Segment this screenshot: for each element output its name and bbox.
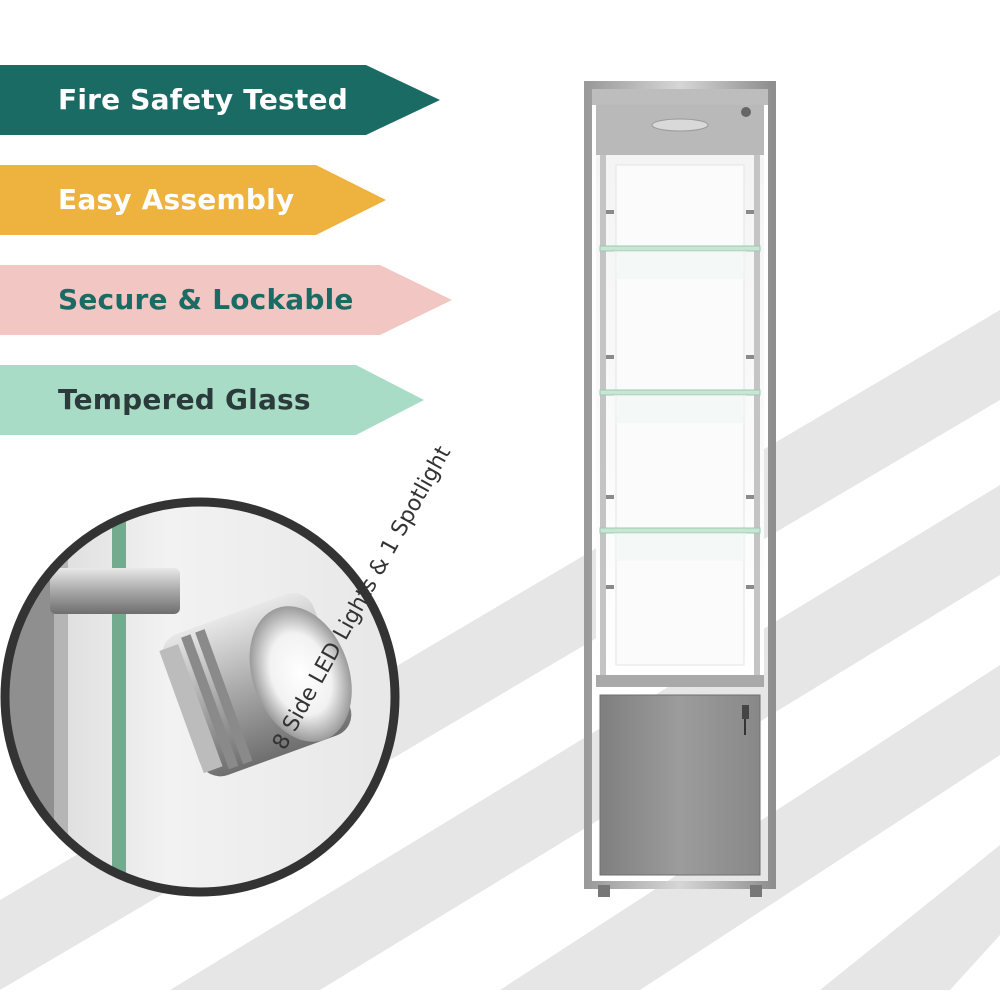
- cabinet-top: [588, 85, 772, 105]
- light-fixture: [651, 118, 709, 132]
- spotlight-head: [159, 593, 352, 777]
- stripe: [820, 845, 1000, 990]
- upright: [600, 155, 606, 680]
- glass-pane-edge: [112, 502, 126, 892]
- feature-label: Fire Safety Tested: [58, 83, 348, 116]
- banner-arrow-shape: [0, 365, 424, 435]
- banner-arrow-shape: [0, 65, 440, 135]
- door-lock: [742, 705, 749, 719]
- display-cabinet: [584, 81, 776, 897]
- top-lock: [741, 107, 751, 117]
- spotlight-zoom-callout: [0, 497, 400, 897]
- cabinet-mid-rail: [596, 675, 764, 687]
- glass-shelf: [599, 245, 761, 279]
- feature-banner-tempered-glass: Tempered Glass: [0, 365, 424, 435]
- glass-shelf: [599, 389, 761, 423]
- spotlight-arm: [50, 568, 180, 614]
- feature-banner-fire-safety: Fire Safety Tested: [0, 65, 440, 135]
- upright: [754, 155, 760, 680]
- cabinet-foot: [598, 885, 610, 897]
- banner-arrow-shape: [0, 165, 386, 235]
- callout-ring: [0, 497, 400, 897]
- frame-post: [8, 502, 54, 892]
- led-lights: [606, 210, 754, 589]
- banner-arrow-shape: [0, 265, 452, 335]
- feature-banner-secure-lockable: Secure & Lockable: [0, 265, 452, 335]
- feature-label: Tempered Glass: [58, 383, 311, 416]
- glass-shelf: [599, 527, 761, 561]
- cabinet-foot: [750, 885, 762, 897]
- storage-door: [599, 694, 761, 876]
- feature-label: Secure & Lockable: [58, 283, 354, 316]
- cabinet-frame: [584, 81, 776, 889]
- feature-label: Easy Assembly: [58, 183, 295, 216]
- feature-banner-easy-assembly: Easy Assembly: [0, 165, 386, 235]
